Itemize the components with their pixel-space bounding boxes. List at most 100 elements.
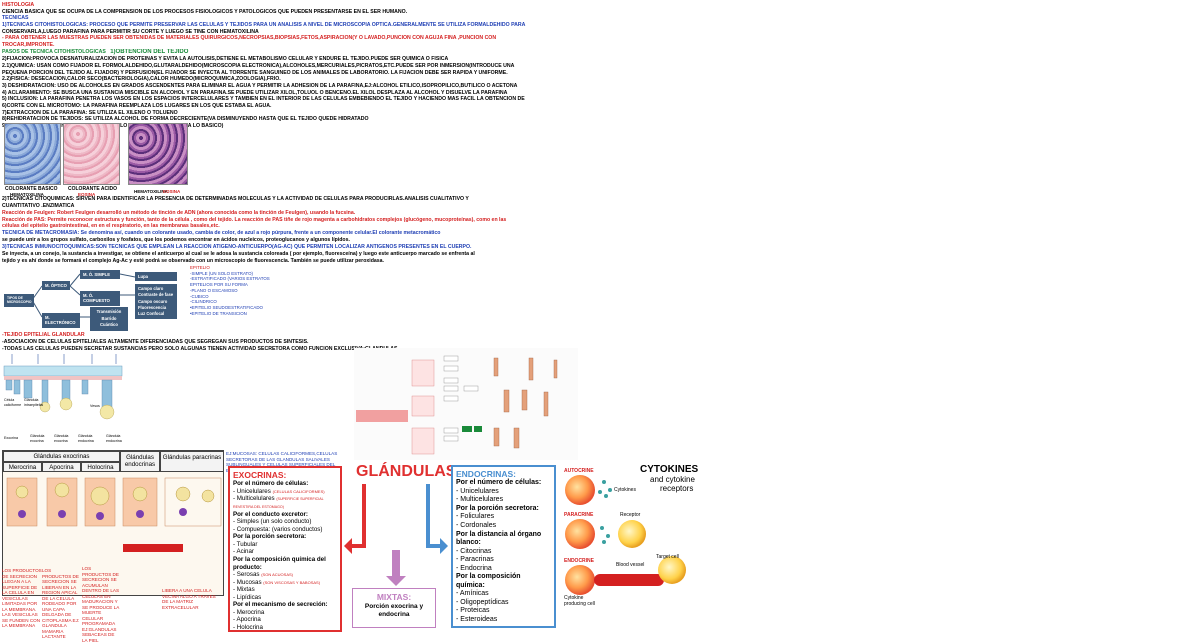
gland-figure-label: Glándula endocrina bbox=[78, 434, 94, 443]
exo-unicelulares-note: (CELULAS CALICIFORMES) bbox=[272, 488, 325, 494]
tecnicas-line-2: CONSERVARLA,LUEGO PARAFINA PARA PERMITIR… bbox=[2, 28, 259, 35]
diagram-simple: M. Ó. SIMPLE bbox=[80, 270, 120, 280]
tecnicas-title: TECNICAS bbox=[2, 15, 29, 22]
exo-lipidicas: Lipídicas bbox=[236, 593, 262, 601]
meta-line-2: se puede unir a los grupos sulfato, carb… bbox=[2, 237, 350, 244]
fijacion-quimica-line-2: PEQUEÑA PORCION DEL TEJIDO AL FIJADOR) Y… bbox=[2, 69, 508, 76]
endo-paracrinas: Paracrinas bbox=[460, 556, 494, 564]
pas-line-2: células del epitelio gastrointestinal, e… bbox=[2, 223, 220, 230]
gland-development-figure: Célula caliciforme Glándula intraepiteli… bbox=[2, 352, 136, 444]
target-cell-label: Target cell bbox=[656, 554, 679, 560]
exo-mixtas-row: - Mixtas bbox=[233, 586, 255, 594]
exo-apocrina-row: - Apocrina bbox=[233, 616, 261, 624]
glandular-title: -TEJIDO EPITELIAL GLANDULAR bbox=[2, 332, 85, 338]
electronico-item: Cuántico bbox=[100, 322, 118, 328]
inmuno-line-2: Se inyecta, a un conejo, la sustancia a … bbox=[2, 250, 475, 257]
meta-text-1: TECNICA DE METACROMASIA: Se denomina así… bbox=[2, 230, 441, 237]
epitelio-item: •EPITELIO DE TRANSICION bbox=[190, 310, 247, 316]
endo-unicelulares-row: - Unicelulares bbox=[456, 487, 499, 495]
pasos-title: PASOS DE TECNICA CITOHISTOLOGICAS bbox=[2, 48, 106, 55]
gland-figure-label: Glándula intraepitelial bbox=[24, 398, 44, 407]
gland-figure-label: Vesos bbox=[90, 404, 100, 408]
histology-image-he bbox=[128, 123, 188, 185]
tecnicas-line-4: TROCAR,IMPRONTE. bbox=[2, 41, 55, 48]
citoquimicas-line-2: CUANTITATIVO .ENZIMATICA bbox=[2, 202, 75, 209]
endo-esteroideas-row: - Esteroideas bbox=[456, 615, 498, 623]
exo-multicelulares-note: (SUPERFICIE SUPERFICIAL REVESTIRA DEL ES… bbox=[233, 497, 324, 510]
diagram-lupa: Lupa bbox=[135, 272, 177, 282]
caption-basic-stain: HEMATOXILINA bbox=[10, 192, 44, 197]
merocrina-header: Merocrina bbox=[3, 462, 42, 472]
endo-citocrinas-row: - Citocrinas bbox=[456, 547, 492, 555]
diagram-electronico: M. ELECTRÓNICO bbox=[42, 313, 80, 328]
autocrine-label: AUTOCRINE bbox=[564, 468, 594, 474]
histologia-definition: CIENCIA BASICA QUE SE OCUPA DE LA COMPRE… bbox=[2, 8, 408, 15]
gland-figure-label: Glándula exocrina bbox=[30, 434, 45, 443]
exo-holocrina: Holocrina bbox=[236, 624, 263, 632]
gland-figure-label: Glándula endocrina bbox=[106, 434, 122, 443]
epitelio-item: -SIMPLE (UN SOLO ESTRATO) bbox=[190, 270, 254, 276]
endo-oligopeptidicas-row: - Oligopeptídicas bbox=[456, 598, 509, 606]
glandular-section: -TEJIDO EPITELIAL GLANDULAR -ASOCIACION … bbox=[2, 332, 398, 352]
exo-h4: Por la composición química del producto: bbox=[233, 555, 326, 571]
feulgen-line: Reacción de Feulgen: Robert Feulgen desa… bbox=[2, 209, 356, 216]
epitelio-item: -PLANO O ESCAMOSO bbox=[190, 287, 238, 293]
producing-cell-label: Cytokine producing cell bbox=[564, 595, 595, 607]
exo-merocrina-row: - Merocrina bbox=[233, 608, 265, 616]
exo-acinar-row: - Acinar bbox=[233, 548, 254, 556]
holocrina-header: Holocrina bbox=[81, 462, 120, 472]
epitelio-item: -CILINDRICO bbox=[190, 299, 217, 305]
glandular-line-1: -ASOCIACION DE CELULAS EPITELIALES ALTAM… bbox=[2, 338, 309, 345]
fijacion-quimica-line: 2.1)QUIMICA: USAN COMO FIJADOR EL FORMOL… bbox=[2, 62, 515, 69]
glandular-line-2: -TODAS LAS CELULAS PUEDEN SECRETAR SUSTA… bbox=[2, 345, 398, 352]
paracrine-label: PARACRINE bbox=[564, 512, 594, 518]
cytokines-figure: CYTOKINES and cytokine receptors AUTOCRI… bbox=[560, 462, 700, 612]
exo-mucosas: Mucosas bbox=[236, 578, 262, 586]
citoquimicas-line-1: 2)TECNICAS CITOQUIMICAS: SIRVEN PARA IDE… bbox=[2, 196, 469, 202]
microscope-diagram: TIPOS DE MICROSCOPIO M. ÓPTICO M. ELECTR… bbox=[0, 262, 190, 332]
fijacion-line: 2)FIJACION:PROVOCA DESNATURALIZACION DE … bbox=[2, 56, 449, 63]
producing-cell-line-1: Cytokine bbox=[564, 595, 584, 601]
fijacion-fisica-line: 2.2)FISICA: DESECACION,CALOR SECO(BACTER… bbox=[2, 76, 281, 83]
endo-multicelulares: Multicelulares bbox=[460, 496, 504, 504]
endocrinas-box: ENDOCRINAS: Por el número de células: - … bbox=[451, 465, 556, 628]
inclusion-line: 5) INCLUSION: LA PARAFINA PENETRA LOS VA… bbox=[2, 96, 525, 103]
exo-multicelulares: Multicelulares bbox=[236, 495, 275, 503]
endo-oligopeptidicas: Oligopeptídicas bbox=[460, 598, 509, 606]
caption-basic: COLORANTE BASICO bbox=[5, 186, 58, 192]
cytokines-svg bbox=[565, 475, 686, 595]
exo-simples-row: - Simples (un solo conducto) bbox=[233, 518, 312, 526]
exo-header: Glándulas exocrinas bbox=[3, 451, 120, 462]
aclaramiento-line: 4) ACLARAMIENTO: SE BUSCA UNA SUSTANCIA … bbox=[2, 89, 508, 96]
electronico-item: Transmisión bbox=[96, 309, 122, 314]
endo-cordonales-row: - Cordonales bbox=[456, 522, 497, 530]
epitelio-item: -CUBICO bbox=[190, 293, 209, 299]
endo-endocrina: Endocrina bbox=[460, 564, 492, 572]
producing-cell-line-2: producing cell bbox=[564, 600, 595, 607]
cytokines-subtitle-1: and cytokine bbox=[650, 475, 695, 484]
cytokines-dot-label: Cytokines bbox=[614, 487, 636, 493]
caption-he: HEMATOXILINA bbox=[134, 189, 168, 194]
inmuno-line-3: tejido y es ahí donde se formará el comp… bbox=[2, 257, 384, 264]
cytokines-title: CYTOKINES bbox=[640, 464, 699, 475]
exocrinas-title: EXOCRINAS: bbox=[233, 470, 287, 480]
exo-unicelulares-row: - Unicelulares (CELULAS CALICIFORMES) bbox=[233, 487, 325, 495]
obtencion-tejido: 1)OBTENCION DEL TEJIDO bbox=[110, 48, 189, 55]
endo-h1: Por el número de células: bbox=[456, 479, 542, 487]
endo-cordonales: Cordonales bbox=[460, 522, 497, 530]
holocrina-note: LOS PRODUCTOS DE SECRECION SE ACUMULAN D… bbox=[82, 566, 120, 643]
epitelio-list: EPITELIO -SIMPLE (UN SOLO ESTRATO) -ESTR… bbox=[190, 265, 270, 316]
histology-notes: HISTOLOGIA CIENCIA BASICA QUE SE OCUPA D… bbox=[2, 2, 782, 129]
epitelio-item: -ESTRATIFICADO (VARIOS ESTRATOS bbox=[190, 276, 270, 282]
endo-aminicas: Amínicas bbox=[459, 590, 489, 598]
gland-figure-label: Glándula exocrina bbox=[54, 434, 69, 443]
endo-proteicas: Proteicas bbox=[460, 607, 490, 615]
exo-tubular-row: - Tubular bbox=[233, 540, 258, 548]
tecnicas-line-3: - PARA OBTENER LAS MUESTRAS PUEDEN SER O… bbox=[2, 35, 497, 42]
exo-h2: Por el conducto excretor: bbox=[233, 510, 308, 518]
endo-esteroideas: Esteroideas bbox=[460, 615, 498, 623]
apocrina-note: LOS PRODUCTOS DE SECRECION SE LIBERAN EN… bbox=[42, 568, 80, 639]
endocrinas-title: ENDOCRINAS: bbox=[456, 469, 516, 479]
histologia-title: HISTOLOGIA bbox=[2, 2, 35, 8]
gland-figure-label: Exocrina bbox=[4, 436, 18, 440]
